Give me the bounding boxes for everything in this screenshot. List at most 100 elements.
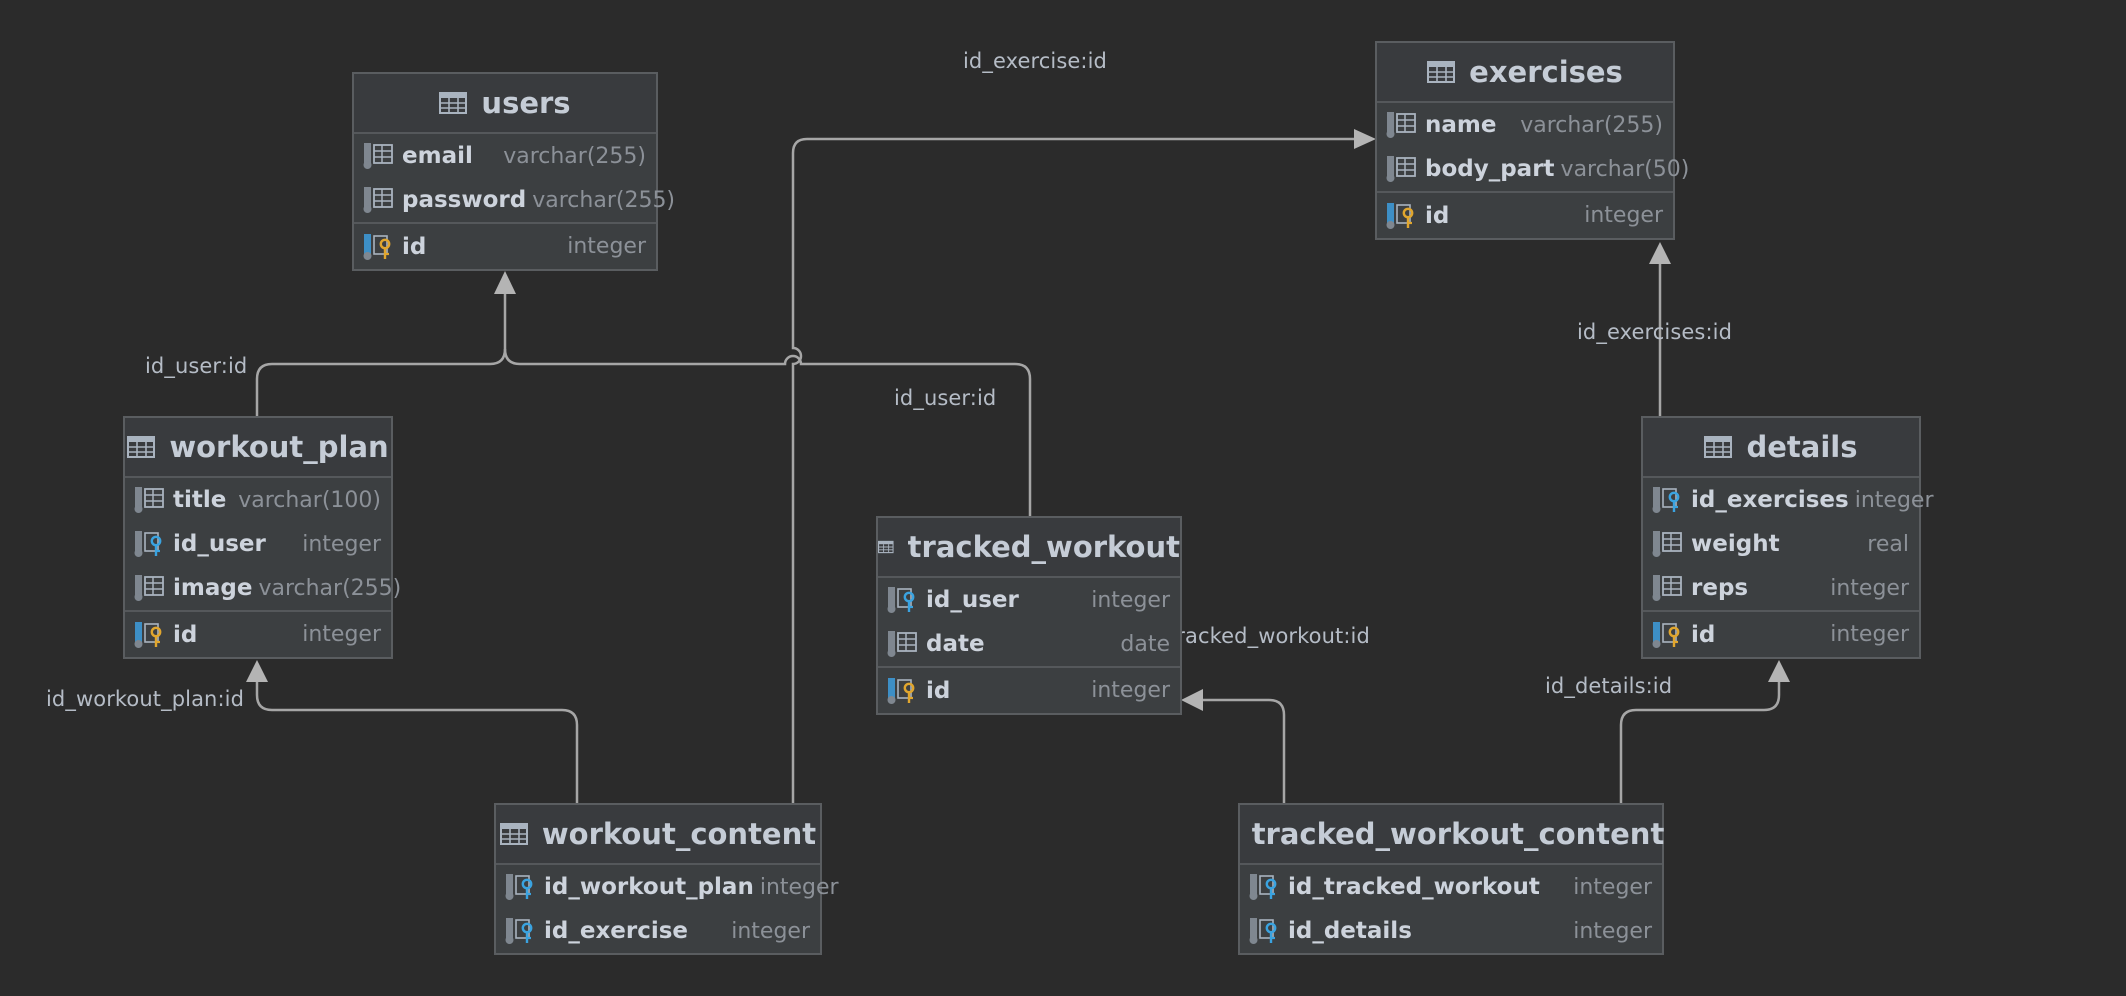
column-name: body_part [1425,156,1555,182]
relation-label: id_details:id [1545,674,1673,698]
column-row[interactable]: id_tracked_workout integer [1240,865,1662,909]
primary-key-row[interactable]: id integer [354,222,656,269]
column-name: image [173,575,253,601]
column-name: password [402,187,527,213]
column-row[interactable]: body_part varchar(50) [1377,147,1689,191]
table-tracked-workout[interactable]: tracked_workout id_user integer date dat… [876,516,1182,715]
column-type: varchar(255) [503,143,646,169]
relation-label: id_exercises:id [1577,320,1733,344]
column-row[interactable]: weight real [1643,522,1919,566]
table-icon [1704,436,1732,458]
column-type: integer [302,622,381,647]
table-title: tracked_workout [907,530,1180,564]
foreign-key-icon [886,586,918,614]
edge-workout-content-exercises[interactable] [791,137,1358,803]
column-icon [886,630,918,658]
table-icon [1427,61,1455,83]
column-row[interactable]: id_exercise integer [496,909,820,953]
column-name: id_user [173,531,266,557]
column-row[interactable]: title varchar(100) [125,478,391,522]
arrowhead-details [1768,660,1790,682]
column-row[interactable]: id_user integer [125,522,391,566]
column-icon [1385,155,1417,183]
column-icon [133,574,165,602]
column-row[interactable]: date date [878,622,1180,666]
column-icon [362,142,394,170]
table-icon [500,823,528,845]
primary-key-row[interactable]: id integer [1377,191,1673,238]
column-type: integer [1584,203,1663,228]
primary-key-row[interactable]: id integer [878,666,1180,713]
column-type: integer [1091,587,1170,613]
column-row[interactable]: email varchar(255) [354,134,656,178]
relation-label: id_exercise:id [963,49,1107,73]
column-type: integer [759,874,839,900]
primary-key-icon [362,233,394,261]
arrowhead-exercises-bottom [1649,242,1671,264]
column-name: id [1425,202,1450,229]
column-row[interactable]: reps integer [1643,566,1919,610]
table-header[interactable]: details [1643,418,1919,478]
table-icon [439,92,467,114]
edge-tracked-content-tracked-workout[interactable] [1200,698,1286,803]
column-row[interactable]: id_details integer [1240,909,1662,953]
column-row[interactable]: id_user integer [878,578,1180,622]
column-type: integer [302,531,381,557]
column-name: id_exercises [1691,487,1849,513]
table-users[interactable]: users email varchar(255) password varcha… [352,72,675,271]
table-exercises[interactable]: exercises name varchar(255) body_part va… [1375,41,1689,240]
column-row[interactable]: password varchar(255) [354,178,675,222]
column-row[interactable]: name varchar(255) [1377,103,1673,147]
column-row[interactable]: id_exercises integer [1643,478,1934,522]
primary-key-row[interactable]: id integer [1643,610,1919,657]
edge-tracked-workout-users[interactable] [503,348,1032,516]
column-name: name [1425,112,1497,138]
foreign-key-icon [504,917,536,945]
column-row[interactable]: image varchar(255) [125,566,401,610]
edge-workout-plan-users[interactable] [255,290,507,416]
table-header[interactable]: tracked_workout_content [1240,805,1664,865]
arrowhead-workout-plan [246,660,268,682]
column-name: id_details [1288,918,1412,944]
column-icon [133,486,165,514]
column-name: id [1691,621,1716,648]
column-type: varchar(255) [258,575,402,601]
table-tracked-workout-content[interactable]: tracked_workout_content id_tracked_worko… [1238,803,1664,955]
table-header[interactable]: workout_content [496,805,820,865]
column-icon [1651,574,1683,602]
column-name: id [173,621,198,648]
table-title: workout_content [541,817,817,851]
column-name: id [926,677,951,704]
table-icon [127,436,155,458]
table-workout-plan[interactable]: workout_plan title varchar(100) id_user … [123,416,401,659]
column-type: date [1120,631,1170,657]
table-details[interactable]: details id_exercises integer weight real… [1641,416,1934,659]
column-name: reps [1691,575,1749,601]
column-icon [362,186,394,214]
column-type: integer [1854,487,1934,513]
arrowhead-exercises-left [1354,129,1376,149]
table-header[interactable]: workout_plan [125,418,391,478]
column-name: id_tracked_workout [1288,874,1540,900]
column-icon [1651,530,1683,558]
primary-key-row[interactable]: id integer [125,610,391,657]
table-header[interactable]: users [354,74,656,134]
column-name: email [402,143,473,169]
table-workout-content[interactable]: workout_content id_workout_plan integer … [494,803,839,955]
column-name: id_user [926,587,1019,613]
table-icon [878,536,894,558]
column-type: integer [1573,874,1652,900]
primary-key-icon [886,677,918,705]
column-name: id [402,233,427,260]
column-type: integer [1830,575,1909,601]
table-header[interactable]: tracked_workout [878,518,1180,578]
edge-workout-content-workout-plan[interactable] [255,680,579,803]
foreign-key-icon [1248,917,1280,945]
edge-tracked-content-details[interactable] [1619,680,1781,803]
foreign-key-icon [1651,486,1683,514]
table-header[interactable]: exercises [1377,43,1673,103]
table-title: workout_plan [169,430,389,464]
column-row[interactable]: id_workout_plan integer [496,865,839,909]
